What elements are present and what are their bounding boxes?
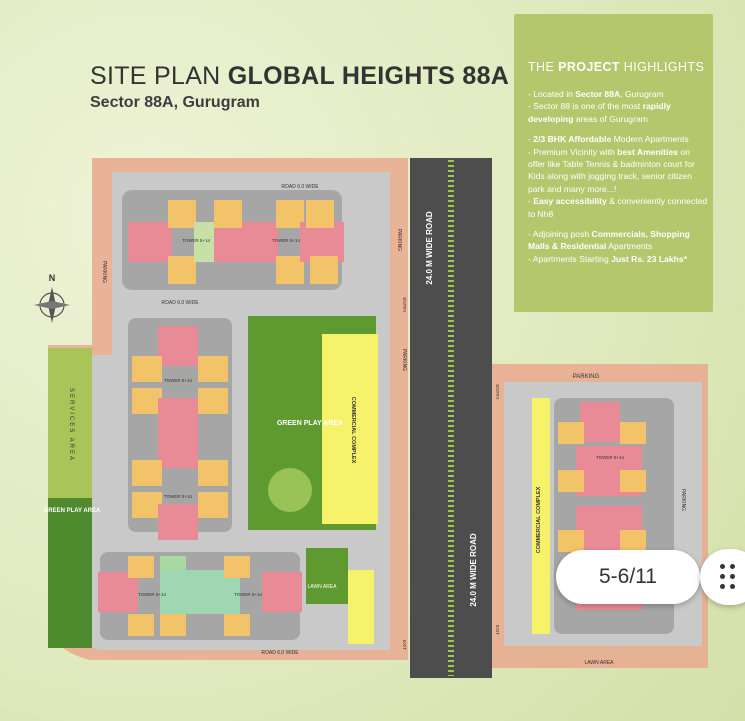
highlight-item: - Adjoining posh Commercials, Shopping M… <box>528 229 690 252</box>
services-area <box>48 348 92 498</box>
label-exit-bottom: EXIT <box>402 640 407 650</box>
label-tower-right: TOWER 5+14 <box>596 455 625 460</box>
label-road-bottom: ROAD 6.0 WIDE <box>261 650 299 656</box>
label-exit-right: EXIT <box>495 625 500 635</box>
page-indicator-pill[interactable]: 5-6/11 <box>556 550 700 604</box>
highlight-item: - Sector 88 is one of the most rapidly d… <box>528 101 671 124</box>
label-main-road-top: 24.0 M WIDE ROAD <box>425 211 434 285</box>
label-lawn-area: LAWN AREA <box>585 660 615 666</box>
green-play-area-left <box>48 498 92 648</box>
label-main-road-bottom: 24.0 M WIDE ROAD <box>469 533 478 607</box>
label-parking-right: PARKING <box>573 374 600 380</box>
commercial-complex-top <box>322 334 378 524</box>
grid-dots-icon <box>720 564 725 569</box>
label-parking-mid: PARKING <box>401 349 407 371</box>
play-circle <box>268 468 312 512</box>
label-tower-mid-1: TOWER 5+14 <box>164 378 193 383</box>
page-subtitle: Sector 88A, Gurugram <box>90 94 260 111</box>
label-tower-top-2: TOWER 5+14 <box>272 238 301 243</box>
page-title: SITE PLAN GLOBAL HEIGHTS 88A <box>90 62 510 90</box>
label-green-play: GREEN PLAY AREA <box>277 420 343 427</box>
highlight-item: - Premium Vicinity with best Amenities o… <box>528 146 695 194</box>
label-entry-right: ENTRY <box>495 384 500 399</box>
label-commercial-top: COMMERCIAL COMPLEX <box>350 397 356 464</box>
label-tower-top-1: TOWER 5+14 <box>182 238 211 243</box>
highlight-item: - Apartments Starting Just Rs. 23 Lakhs* <box>528 253 688 264</box>
label-tower-bot-1: TOWER 5+14 <box>138 592 167 597</box>
highlight-item: - Located in Sector 88A, Gurugram <box>528 89 664 99</box>
label-entry-top: ENTRY <box>402 297 407 312</box>
highlight-item: - Easy accessibility & conveniently conn… <box>528 196 708 219</box>
label-parking-right-side: PARKING <box>680 489 686 511</box>
lawn-area-block <box>306 548 348 604</box>
label-tower-bot-2: TOWER 5+14 <box>234 592 263 597</box>
label-lawn: LAWN AREA <box>308 584 338 590</box>
highlight-item: - 2/3 BHK Affordable Modern Apartments <box>528 134 689 145</box>
label-services-area: SERVICES AREA <box>68 388 74 462</box>
north-compass-icon: N <box>34 273 70 323</box>
mid-towers <box>132 326 228 540</box>
commercial-complex-bottom <box>348 570 374 644</box>
label-road-top: ROAD 6.0 WIDE <box>281 184 319 190</box>
label-road-mid: ROAD 6.0 WIDE <box>161 300 199 306</box>
compass-label: N <box>49 273 56 283</box>
grid-menu-button[interactable] <box>700 549 745 605</box>
bottom-towers <box>98 556 302 636</box>
highlights-list: - Located in Sector 88A, Gurugram - Secto… <box>528 88 708 265</box>
commercial-complex-right <box>532 398 550 634</box>
top-towers <box>128 200 344 284</box>
label-tower-mid-2: TOWER 5+14 <box>164 494 193 499</box>
label-commercial-right: COMMERCIAL COMPLEX <box>536 486 542 553</box>
highlights-heading: THE PROJECT HIGHLIGHTS <box>528 60 705 74</box>
highlights-panel: THE PROJECT HIGHLIGHTS - Located in Sect… <box>514 14 713 312</box>
label-parking-left: PARKING <box>101 261 107 283</box>
label-green-play-left: GREEN PLAY AREA <box>44 508 101 514</box>
label-parking-top: PARKING <box>396 229 402 251</box>
